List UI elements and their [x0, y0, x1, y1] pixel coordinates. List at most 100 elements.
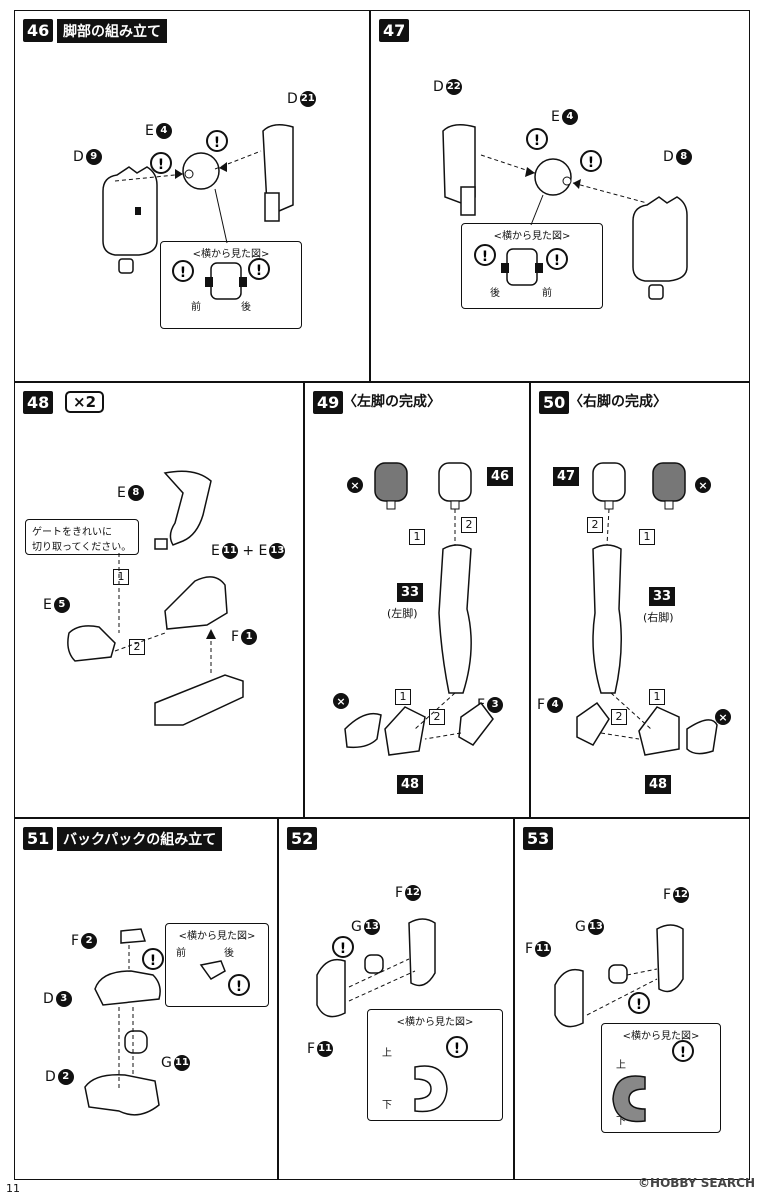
note-line-1: ゲートをきれいに: [32, 527, 112, 538]
ref-tag-33: 33: [397, 583, 424, 602]
page-number: 11: [6, 1182, 20, 1195]
step-number: 49: [313, 391, 344, 414]
callout-title: <横から見た図>: [493, 231, 571, 242]
svg-text:×: ×: [336, 695, 345, 708]
order-2: 2: [587, 517, 603, 533]
leg-side-label: (左脚): [387, 607, 418, 620]
svg-text:×: ×: [698, 479, 707, 492]
svg-text:!: !: [482, 249, 488, 265]
back-label: 後: [490, 288, 500, 299]
svg-text:!: !: [554, 253, 560, 269]
svg-text:!: !: [636, 997, 642, 1013]
order-1b: 1: [395, 689, 411, 705]
step-48-drawing: [67, 470, 244, 726]
quantity-multiplier: ×2: [65, 391, 105, 413]
front-label: 前: [176, 948, 186, 959]
step-52-drawing: ! !: [316, 918, 468, 1113]
step-number: 48: [23, 391, 54, 414]
callout-title: <横から見た図>: [622, 1031, 700, 1042]
back-label: 後: [224, 948, 234, 959]
ref-tag-46: 46: [487, 467, 514, 486]
order-1b: 1: [649, 689, 665, 705]
step-title: 〈右脚の完成〉: [569, 394, 667, 410]
order-1: 1: [409, 529, 425, 545]
svg-text:!: !: [214, 135, 220, 151]
back-label: 後: [241, 302, 251, 313]
step-49-drawing: × ×: [333, 462, 494, 756]
callout-title: <横から見た図>: [396, 1017, 474, 1028]
order-1: 1: [113, 569, 129, 585]
step-50-drawing: × ×: [576, 462, 731, 756]
bottom-label: 下: [616, 1116, 626, 1127]
order-1: 1: [639, 529, 655, 545]
ref-tag-48: 48: [645, 775, 672, 794]
top-label: 上: [616, 1060, 626, 1071]
gate-note: ゲートをきれいに 切り取ってください。: [25, 519, 139, 555]
ref-tag-47: 47: [553, 467, 580, 486]
svg-text:!: !: [340, 941, 346, 957]
svg-text:!: !: [680, 1045, 686, 1061]
step-number: 46: [23, 19, 54, 42]
step-number: 51: [23, 827, 54, 850]
ref-tag-33: 33: [649, 587, 676, 606]
bottom-label: 下: [382, 1100, 392, 1111]
watermark-logo: ©HOBBY SEARCH: [638, 1176, 755, 1190]
top-label: 上: [382, 1048, 392, 1059]
step-number: 50: [539, 391, 570, 414]
ref-tag-48: 48: [397, 775, 424, 794]
order-2b: 2: [611, 709, 627, 725]
step-49-panel: 49 〈左脚の完成〉 46 33 (左脚) 1 2 1 2 F3 48 × ×: [304, 382, 530, 818]
step-number: 47: [379, 19, 410, 42]
svg-text:!: !: [256, 263, 262, 279]
step-title: 脚部の組み立て: [57, 19, 167, 43]
callout-title: <横から見た図>: [178, 931, 256, 942]
step-47-drawing: ! ! ! !: [442, 124, 688, 300]
svg-text:×: ×: [718, 711, 727, 724]
svg-text:!: !: [150, 953, 156, 969]
svg-text:!: !: [534, 133, 540, 149]
step-51-drawing: ! !: [84, 928, 250, 1116]
step-number: 52: [287, 827, 318, 850]
step-number: 53: [523, 827, 554, 850]
svg-text:!: !: [180, 265, 186, 281]
front-label: 前: [542, 288, 552, 299]
order-2: 2: [129, 639, 145, 655]
svg-text:!: !: [236, 979, 242, 995]
svg-text:!: !: [588, 155, 594, 171]
svg-text:×: ×: [350, 479, 359, 492]
front-label: 前: [191, 302, 201, 313]
step-title: 〈左脚の完成〉: [343, 394, 441, 410]
note-line-2: 切り取ってください。: [32, 542, 132, 553]
step-46-drawing: ! ! ! !: [102, 124, 294, 300]
step-title: バックパックの組み立て: [57, 827, 223, 851]
step-53-drawing: ! !: [554, 924, 694, 1123]
order-2: 2: [461, 517, 477, 533]
callout-title: <横から見た図>: [192, 249, 270, 260]
svg-text:!: !: [158, 157, 164, 173]
svg-text:!: !: [454, 1041, 460, 1057]
